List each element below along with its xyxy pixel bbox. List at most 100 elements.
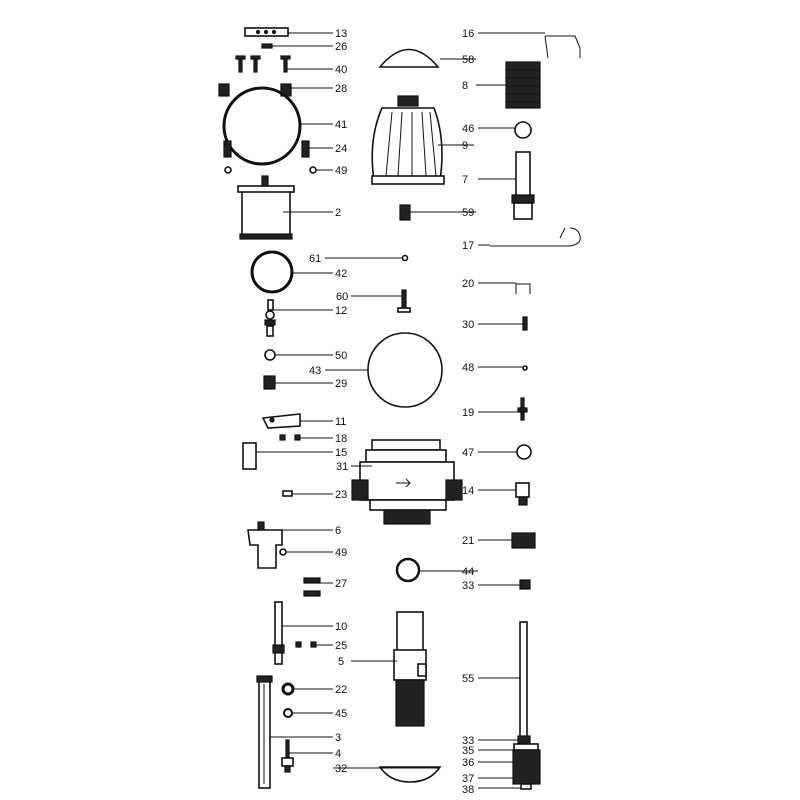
- label-9: 9: [462, 140, 468, 152]
- part-47-ball: [516, 444, 532, 460]
- part-29-spring: [263, 375, 276, 390]
- label-6: 6: [335, 525, 341, 537]
- part-22-washer: [281, 682, 295, 696]
- label-46: 46: [462, 123, 474, 135]
- label-47: 47: [462, 447, 474, 459]
- label-28: 28: [335, 83, 347, 95]
- part-26: [261, 43, 273, 49]
- part-58-dome: [378, 48, 440, 68]
- part-8-coil: [505, 61, 541, 109]
- label-17: 17: [462, 240, 474, 252]
- label-37: 37: [462, 773, 474, 785]
- label-40: 40: [335, 64, 347, 76]
- part-32-cup: [378, 766, 442, 783]
- part-14: [515, 482, 530, 506]
- label-43: 43: [309, 365, 321, 377]
- part-49b-ball: [279, 548, 287, 556]
- part-31-body: [351, 439, 463, 525]
- part-61-ball: [401, 254, 409, 262]
- label-19: 19: [462, 407, 474, 419]
- part-25: [295, 641, 317, 648]
- part-20-clip: [515, 283, 531, 294]
- label-14: 14: [462, 485, 474, 497]
- label-41: 41: [335, 119, 347, 131]
- label-42: 42: [335, 268, 347, 280]
- label-33b: 33: [462, 735, 474, 747]
- part-23: [282, 490, 293, 497]
- label-48: 48: [462, 362, 474, 374]
- label-32: 32: [335, 763, 347, 775]
- part-33a: [519, 579, 531, 590]
- label-18: 18: [335, 433, 347, 445]
- part-10-rod: [272, 601, 285, 665]
- label-50: 50: [335, 350, 347, 362]
- label-27: 27: [335, 578, 347, 590]
- label-22: 22: [335, 684, 347, 696]
- part-3-tube: [256, 675, 273, 789]
- label-49: 49: [335, 165, 347, 177]
- part-7-tube: [511, 151, 535, 220]
- part-13: [244, 27, 289, 37]
- part-42-oring: [250, 250, 294, 294]
- part-19-pin: [517, 397, 528, 421]
- label-13: 13: [335, 28, 347, 40]
- part-59-spring: [399, 204, 411, 221]
- label-2: 2: [335, 207, 341, 219]
- label-4: 4: [335, 748, 341, 760]
- label-5: 5: [338, 656, 344, 668]
- label-30: 30: [462, 319, 474, 331]
- part-15: [242, 442, 257, 470]
- part-48-ball: [522, 365, 528, 371]
- part-36-float: [512, 735, 541, 790]
- label-3: 3: [335, 732, 341, 744]
- label-55: 55: [462, 673, 474, 685]
- label-16: 16: [462, 28, 474, 40]
- part-40-screws: [235, 55, 291, 73]
- label-15: 15: [335, 447, 347, 459]
- part-45-ring: [283, 708, 293, 718]
- label-31: 31: [336, 461, 348, 473]
- part-55-rod: [519, 621, 528, 738]
- label-38: 38: [462, 784, 474, 796]
- label-44: 44: [462, 566, 474, 578]
- part-50-ball: [264, 349, 276, 361]
- part-24-bolts: [223, 140, 310, 158]
- part-5-cylinder: [393, 611, 427, 727]
- label-33a: 33: [462, 580, 474, 592]
- label-29: 29: [335, 378, 347, 390]
- label-10: 10: [335, 621, 347, 633]
- part-9-bowl: [371, 95, 445, 185]
- part-18: [279, 434, 301, 441]
- part-41-oring: [222, 86, 302, 166]
- part-44-oring: [395, 557, 421, 583]
- part-21: [511, 532, 536, 549]
- part-17-clip: [490, 227, 581, 247]
- label-11: 11: [335, 416, 346, 428]
- label-21: 21: [462, 535, 474, 547]
- part-46-ball: [514, 121, 532, 139]
- part-16-clip: [544, 35, 581, 59]
- label-25: 25: [335, 640, 347, 652]
- label-45: 45: [335, 708, 347, 720]
- part-43-disc: [367, 332, 443, 408]
- label-24: 24: [335, 143, 347, 155]
- label-23: 23: [335, 489, 347, 501]
- label-35: 35: [462, 745, 474, 757]
- part-4-pin: [281, 739, 294, 773]
- part-12: [264, 299, 276, 337]
- part-60-screw: [397, 289, 411, 313]
- label-58: 58: [462, 54, 474, 66]
- part-27-springs: [303, 577, 321, 597]
- leader-lines: [256, 32, 545, 789]
- part-labels: 13 26 40 28 41 24 49 2 42 12 50 29 11 18…: [309, 28, 474, 796]
- label-20: 20: [462, 278, 474, 290]
- label-8: 8: [462, 80, 468, 92]
- label-59: 59: [462, 207, 474, 219]
- part-30: [522, 316, 528, 331]
- label-12: 12: [335, 305, 347, 317]
- label-26: 26: [335, 41, 347, 53]
- part-2-cylinder: [237, 175, 295, 240]
- part-6-bracket: [247, 521, 283, 569]
